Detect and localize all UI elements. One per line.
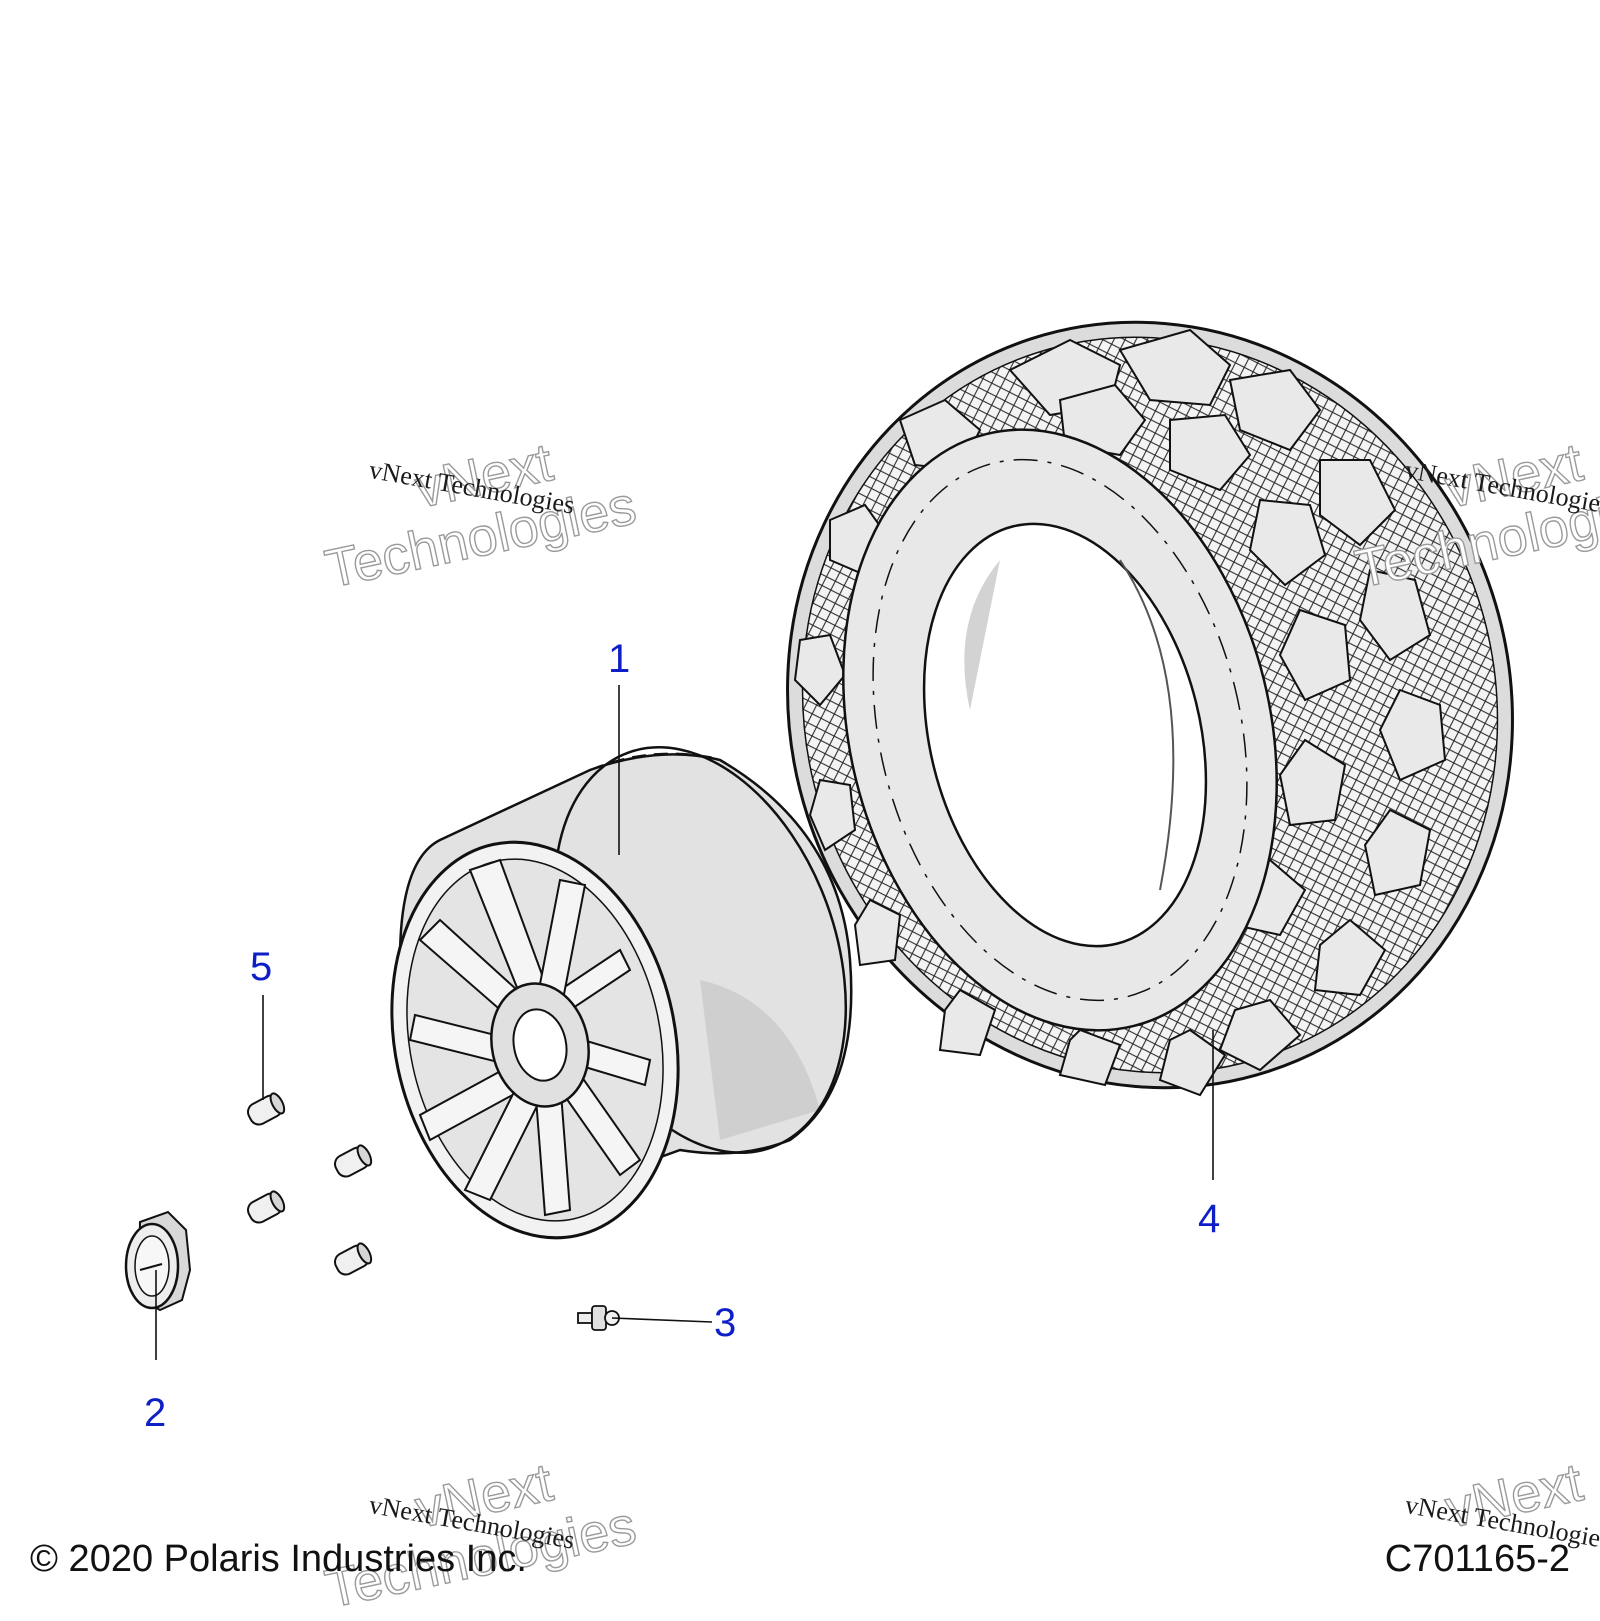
callout-2: 2: [144, 1391, 166, 1435]
leader-line-3: [611, 1317, 713, 1323]
figure-id: C701165-2: [1384, 1538, 1570, 1580]
callout-5: 5: [250, 945, 272, 989]
callout-3: 3: [714, 1301, 736, 1345]
callout-1: 1: [608, 637, 630, 681]
lug-nut: [333, 1144, 373, 1178]
copyright-text: © 2020 Polaris Industries Inc.: [30, 1538, 527, 1580]
callout-4: 4: [1198, 1197, 1220, 1241]
center-cap-illustration: [124, 1210, 192, 1312]
lug-nut-illustrations: [246, 1092, 373, 1276]
wheel-rim-illustration: [390, 746, 853, 1240]
lug-nut: [333, 1242, 373, 1276]
lug-nut: [246, 1190, 286, 1224]
lug-nut: [246, 1092, 286, 1126]
tire-illustration: [786, 320, 1514, 1097]
leader-lines: [155, 685, 1214, 1360]
